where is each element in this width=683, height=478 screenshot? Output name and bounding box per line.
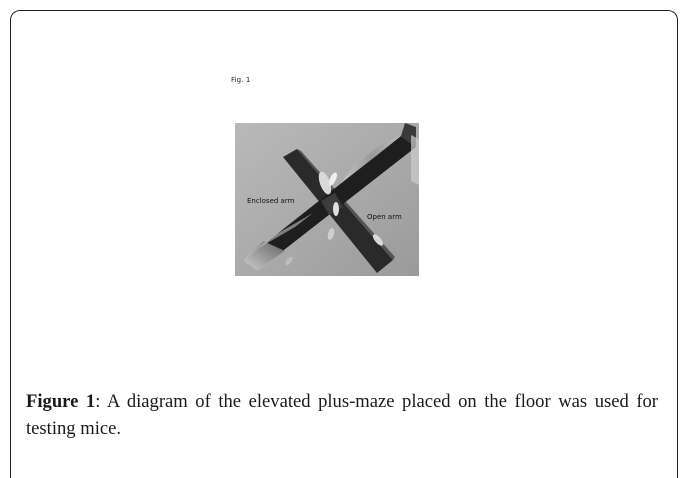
caption-label: Figure 1 [26,391,96,412]
mouse-shape [285,256,293,266]
enclosed-arm-label: Enclosed arm [247,197,295,205]
open-arm-label: Open arm [367,213,402,221]
figure-caption: Figure 1: A diagram of the elevated plus… [26,388,658,442]
caption-text: : A diagram of the elevated plus-maze pl… [26,391,659,439]
mouse-shape [333,202,339,216]
figure-frame [10,10,678,478]
mouse-shape [327,228,335,240]
figure-tag: Fig. 1 [231,76,251,84]
mouse-shape [318,171,332,195]
plus-maze-photo: Enclosed arm Open arm [235,123,419,276]
mouse-shape [372,234,384,246]
mouse-shape [328,172,338,186]
